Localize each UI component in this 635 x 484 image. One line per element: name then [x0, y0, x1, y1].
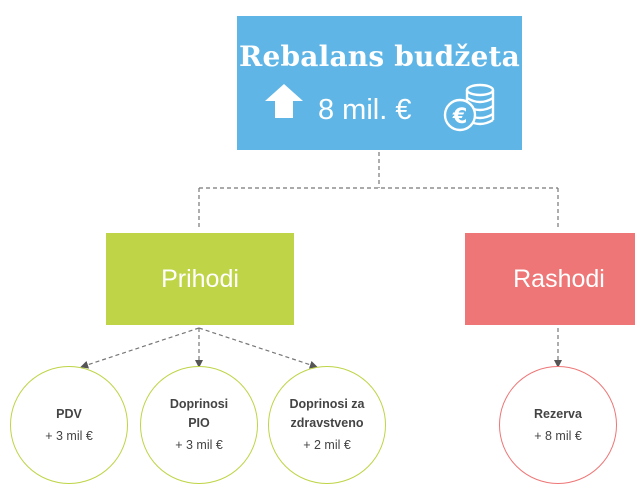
item-health: Doprinosi za zdravstveno + 2 mil €: [268, 366, 386, 484]
item-health-value: + 2 mil €: [303, 438, 351, 452]
item-pio-name: Doprinosi PIO: [169, 397, 229, 430]
item-pio-value: + 3 mil €: [175, 438, 223, 452]
item-pdv: PDV + 3 mil €: [10, 366, 128, 484]
income-label: Prihodi: [161, 264, 239, 293]
diagram-title: Rebalans budžeta: [239, 40, 520, 73]
arrow-up-icon: [265, 84, 303, 118]
expense-box: Rashodi: [465, 233, 635, 325]
item-reserve-name: Rezerva: [534, 406, 582, 421]
income-box: Prihodi: [106, 233, 294, 325]
item-pio: Doprinosi PIO + 3 mil €: [140, 366, 258, 484]
item-pdv-value: + 3 mil €: [45, 428, 93, 443]
item-reserve-value: + 8 mil €: [534, 428, 582, 443]
item-health-name: Doprinosi za zdravstveno: [289, 397, 365, 430]
svg-text:€: €: [452, 104, 468, 128]
item-pdv-name: PDV: [56, 406, 82, 421]
expense-label: Rashodi: [513, 264, 605, 293]
budget-amount: 8 mil. €: [318, 94, 412, 126]
item-reserve: Rezerva + 8 mil €: [499, 366, 617, 484]
euro-coins-icon: €: [443, 83, 495, 132]
budget-rebalance-box: Rebalans budžeta 8 mil. € €: [237, 16, 522, 150]
